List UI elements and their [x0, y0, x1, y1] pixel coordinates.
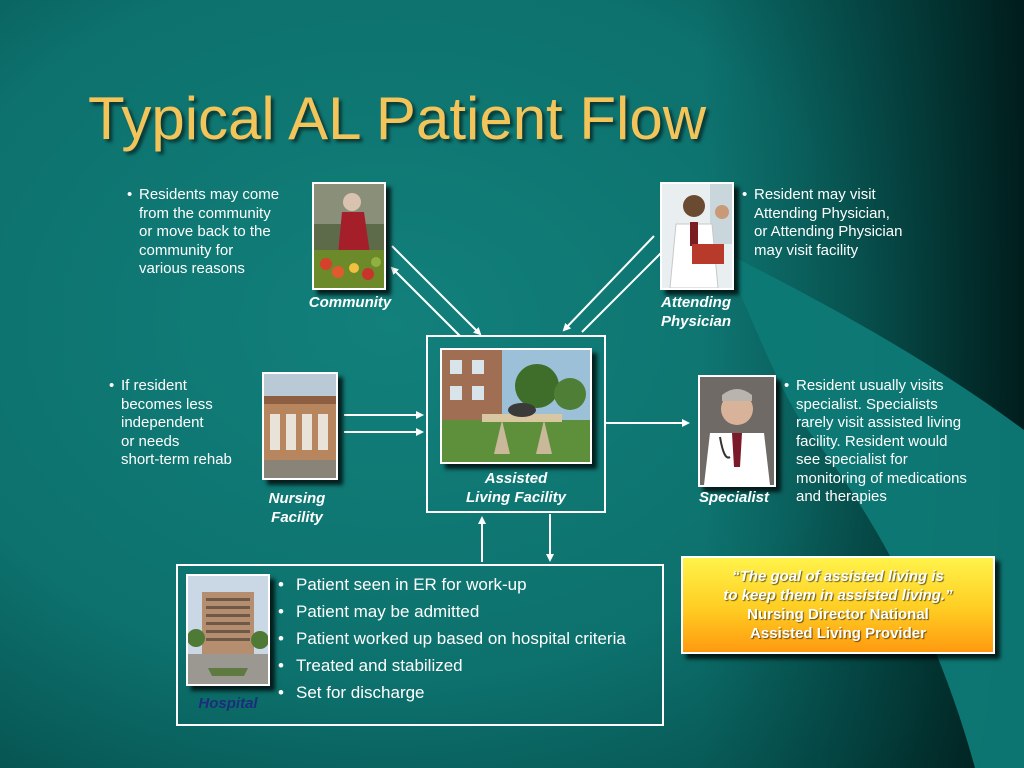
nursing-caption-line: Facility [271, 508, 323, 526]
specialist-text-line: Resident usually visits [796, 377, 944, 394]
bullet-marker: • [278, 575, 284, 595]
nursing-photo [262, 372, 338, 480]
physician-text-line: or Attending Physician [754, 223, 903, 240]
nursing-text-line: If resident [121, 377, 187, 394]
nursing-caption: Nursing Facility [247, 490, 347, 527]
physician-caption: Attending Physician [646, 294, 746, 331]
facility-photo [440, 348, 592, 464]
arrow-facility-to-community [390, 266, 461, 337]
bullet-marker: • [278, 602, 284, 622]
facility-caption-line: Living Facility [465, 488, 567, 506]
list-item: • Patient seen in ER for work-up [278, 572, 626, 599]
community-text-line: various reasons [139, 260, 245, 277]
hospital-item-text: Set for discharge [296, 682, 425, 702]
specialist-text-line: see specialist for [796, 451, 908, 468]
bullet-marker: • [278, 682, 284, 702]
community-text-line: Residents may come [139, 186, 280, 203]
list-item: • Set for discharge [278, 679, 626, 706]
specialist-text-line: rarely visit assisted living [796, 414, 962, 431]
nursing-text-line: becomes less [121, 395, 213, 413]
hospital-list: • Patient seen in ER for work-up • Patie… [278, 572, 626, 706]
quote-line: “The goal of assisted living is [732, 568, 944, 585]
hospital-caption: Hospital [198, 695, 258, 712]
arrow-community-to-facility [391, 245, 482, 336]
list-item: • Patient worked up based on hospital cr… [278, 626, 626, 653]
bullet-marker: • [278, 628, 284, 648]
physician-text-line: Resident may visit [754, 186, 876, 203]
slide-title: Typical AL Patient Flow [88, 85, 707, 152]
hospital-photo [186, 574, 270, 686]
nursing-caption-line: Nursing [268, 490, 326, 507]
community-text-line: community for [139, 241, 234, 259]
hospital-item-text: Treated and stabilized [296, 655, 463, 675]
specialist-photo [698, 375, 776, 487]
bullet-marker: • [742, 186, 748, 203]
bullet-marker: • [278, 655, 284, 675]
bullet-marker: • [109, 377, 115, 394]
list-item: • Patient may be admitted [278, 599, 626, 626]
hospital-frame [176, 564, 664, 726]
bullet-marker: • [127, 186, 133, 203]
hospital-item-text: Patient may be admitted [296, 602, 480, 622]
quote-line: to keep them in assisted living.” [723, 587, 953, 604]
hospital-item-text: Patient seen in ER for work-up [296, 575, 527, 595]
specialist-text-line: facility. Resident would [796, 432, 948, 450]
community-photo [312, 182, 386, 290]
physician-caption-line: Attending [661, 294, 731, 311]
physician-caption-line: Physician [660, 312, 732, 330]
community-text-line: or move back to the [139, 223, 271, 240]
arrow-physician-to-facility [562, 235, 655, 332]
facility-caption: Assisted Living Facility [426, 470, 606, 507]
bullet-marker: • [784, 377, 790, 394]
nursing-text-line: independent [121, 414, 204, 431]
facility-frame [426, 335, 606, 513]
specialist-text-line: and therapies [796, 488, 887, 505]
facility-caption-line: Assisted [484, 470, 548, 487]
quote-attribution: Nursing Director National [747, 606, 929, 623]
hospital-item-text: Patient worked up based on hospital crit… [296, 628, 626, 648]
specialist-caption: Specialist [698, 489, 770, 506]
community-caption: Community [308, 294, 392, 311]
nursing-text-line: short-term rehab [121, 451, 232, 468]
physician-photo [660, 182, 734, 290]
quote-box: “The goal of assisted living is to keep … [681, 556, 995, 654]
specialist-bullet: • Resident usually visits specialist. Sp… [784, 377, 967, 507]
quote-attribution: Assisted Living Provider [750, 625, 926, 642]
nursing-text-line: or needs [121, 432, 180, 450]
physician-text-line: may visit facility [754, 241, 859, 259]
list-item: • Treated and stabilized [278, 652, 626, 679]
physician-bullet: • Resident may visit Attending Physician… [742, 186, 902, 260]
community-bullet: • Residents may come from the community … [127, 186, 279, 279]
specialist-text-line: monitoring of medications [796, 469, 967, 487]
arrow-facility-to-physician [581, 242, 672, 333]
specialist-text-line: specialist. Specialists [796, 395, 938, 413]
community-text-line: from the community [139, 204, 271, 222]
nursing-bullet: • If resident becomes less independent o… [109, 377, 232, 470]
physician-text-line: Attending Physician, [754, 204, 890, 222]
